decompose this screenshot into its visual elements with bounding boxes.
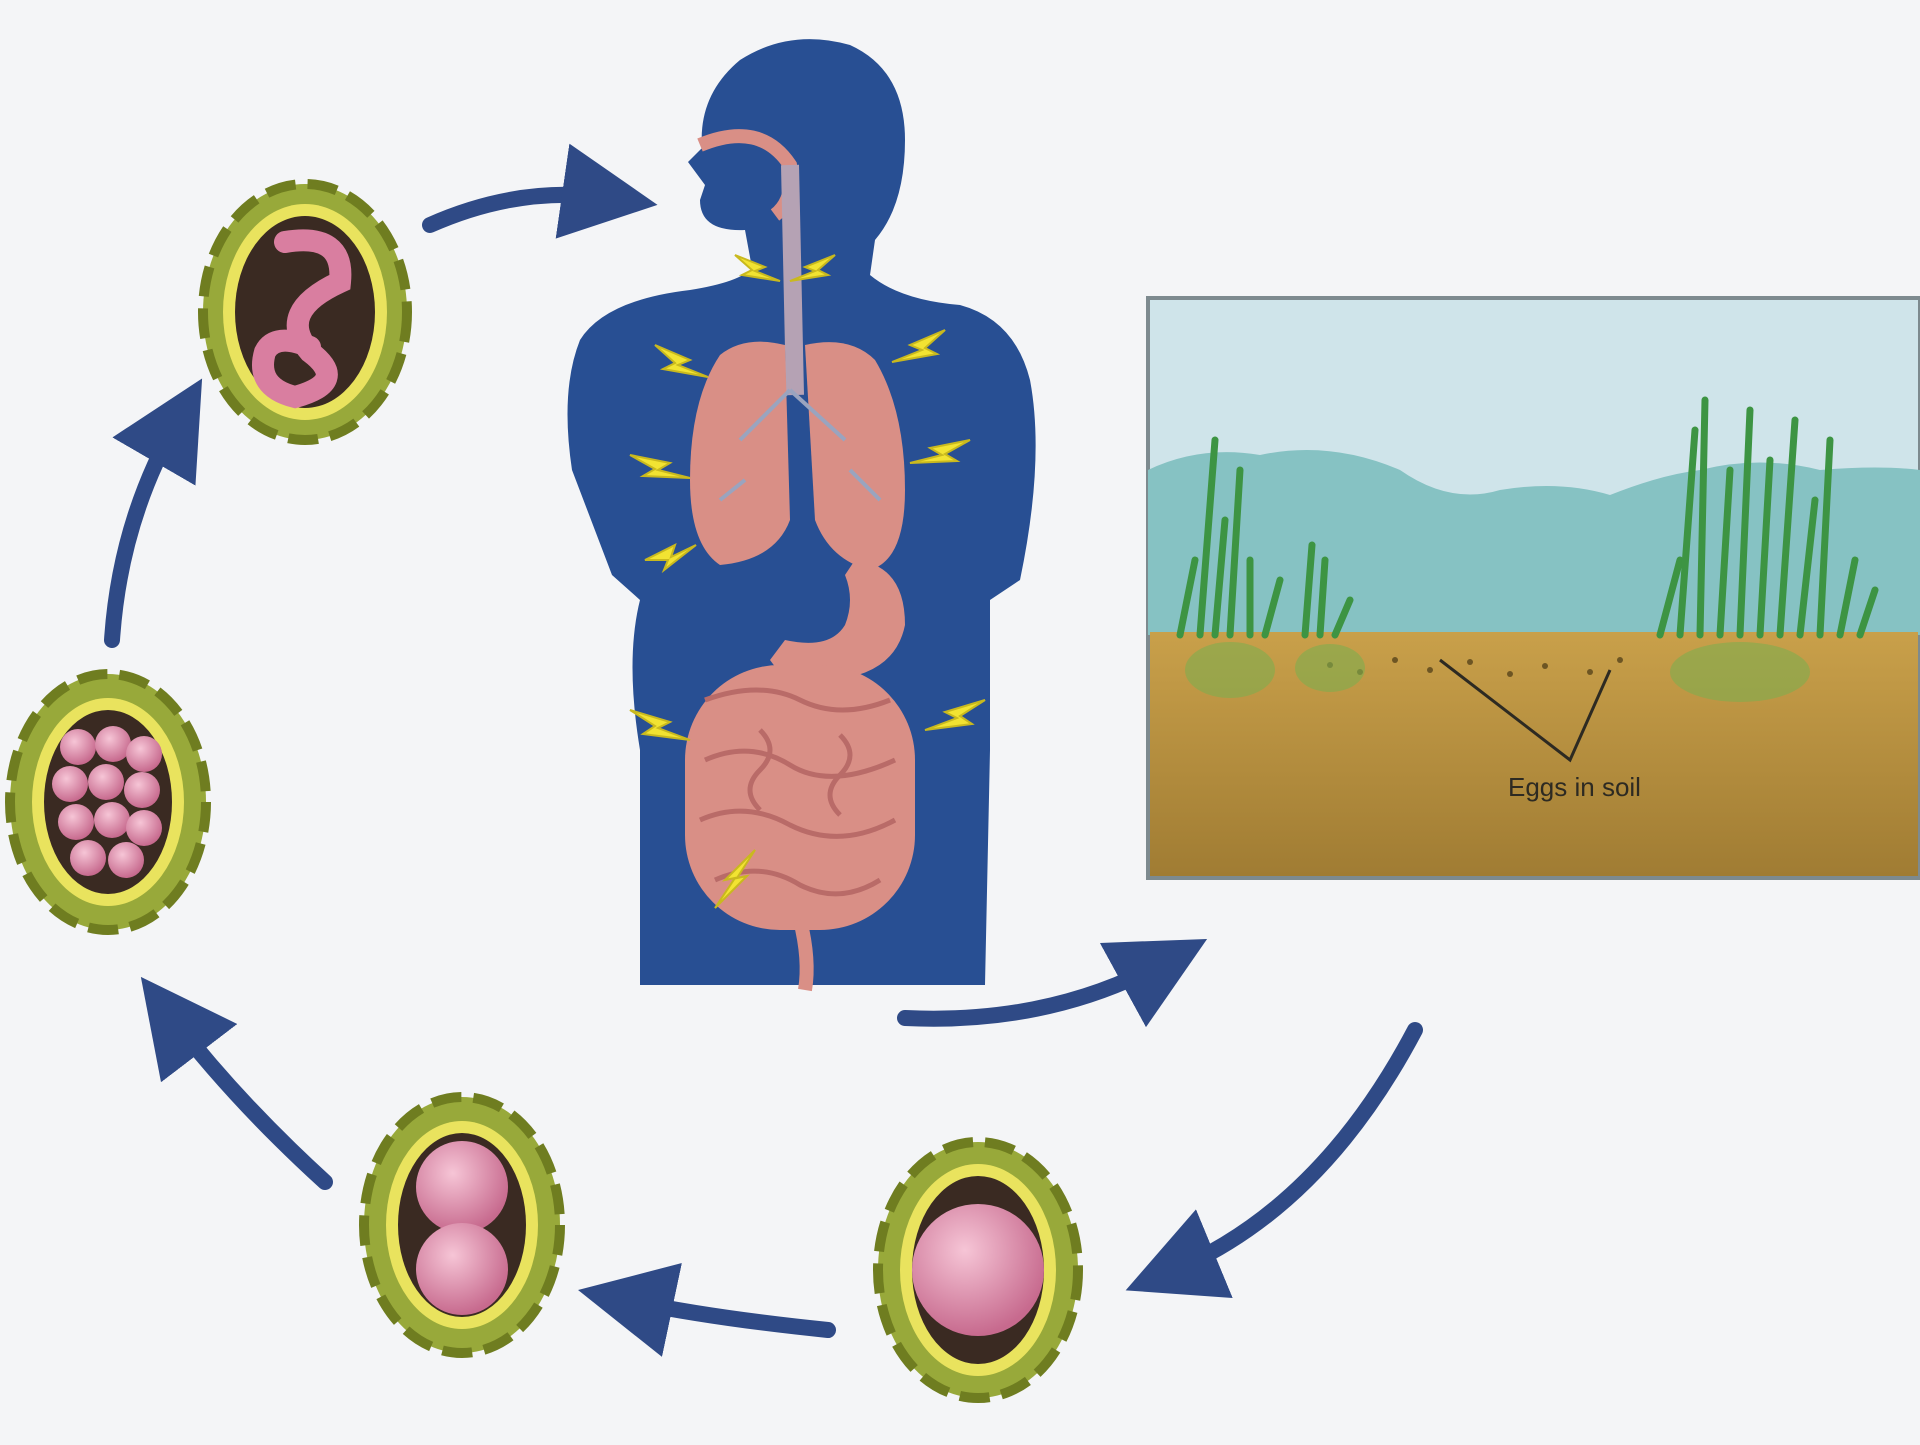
arrow-egg-to-mouth (430, 195, 610, 225)
egg-stage-one-cell (878, 1142, 1078, 1398)
soil-label: Eggs in soil (1508, 772, 1641, 803)
arrow-1cell-to-2cell (625, 1300, 828, 1330)
human-body-icon (568, 39, 1036, 990)
arrow-morula-to-larva (112, 420, 178, 640)
egg-stage-larva (203, 184, 407, 440)
egg-stage-morula (10, 674, 206, 930)
arrow-soil-to-egg (1170, 1030, 1415, 1272)
egg-stage-two-cell (364, 1097, 560, 1353)
arrow-2cell-to-morula (170, 1015, 325, 1182)
